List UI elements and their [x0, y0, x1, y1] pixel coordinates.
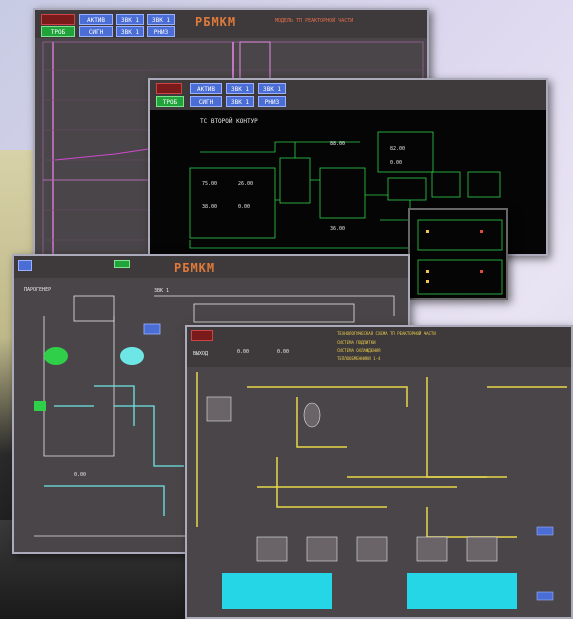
window2-status-green[interactable]: ТРОБ [156, 96, 184, 107]
window2-value-3: 38.00 [202, 204, 217, 210]
window3-label-2: ЗВК 1 [154, 288, 169, 294]
window4-subtitle-1: СИСТЕМА ПОДПИТКИ [337, 340, 376, 345]
window1-button-rniz[interactable]: РНИЗ [147, 26, 175, 37]
window2-value-4: 0.00 [238, 204, 250, 210]
window1-button-zvk-1[interactable]: ЗВК 1 [116, 14, 144, 25]
window4-blue-indicator-1[interactable] [536, 526, 554, 536]
window2-value-6: 82.00 [390, 146, 405, 152]
window4-subtitle-3: ТЕПЛООБМЕННИКИ 1-4 [337, 356, 381, 361]
window1-status-green[interactable]: ТРОБ [41, 26, 75, 37]
window2-toolbar: ТРОБ АКТИВ СИГН ЗВК 1 ЗВК 1 ЗВК 1 РНИЗ [150, 80, 546, 110]
window3-tank-cyan [120, 347, 144, 365]
window2-button-sign[interactable]: СИГН [190, 96, 222, 107]
window4-tank-right [407, 573, 517, 609]
window2-schematic: 75.00 26.00 38.00 0.00 88.00 82.00 0.00 … [189, 131, 501, 249]
window2-value-2: 26.00 [238, 181, 253, 187]
window2-value-5: 88.00 [330, 141, 345, 147]
window2-button-zvk-3[interactable]: ЗВК 1 [258, 83, 286, 94]
window2-status-red [156, 83, 182, 94]
window2-header-text: ТС ВТОРОЙ КОНТУР [200, 118, 258, 125]
window3-tank-green [44, 347, 68, 365]
window1-button-sign[interactable]: СИГН [79, 26, 113, 37]
window2-value-8: 36.00 [330, 226, 345, 232]
window1-button-zvk-3[interactable]: ЗВК 1 [147, 14, 175, 25]
window-data-panel [408, 208, 508, 300]
window1-button-aktiv[interactable]: АКТИВ [79, 14, 113, 25]
window3-blue-indicator[interactable] [143, 323, 161, 335]
window1-button-zvk-2[interactable]: ЗВК 1 [116, 26, 144, 37]
window3-schematic: ПАРОГЕНЕР ЗВК 1 0.00 [24, 287, 395, 537]
window1-toolbar: ТРОБ АКТИВ СИГН ЗВК 1 ЗВК 1 ЗВК 1 РНИЗ Р… [35, 10, 427, 38]
window1-status-red [41, 14, 75, 25]
window3-status-green[interactable] [114, 260, 130, 268]
window4-toolbar: ТЕХНОЛОГИЧЕСКАЯ СХЕМА ТП РЕАКТОРНОЙ ЧАСТ… [187, 327, 571, 367]
window1-title: РБМКМ [195, 15, 237, 29]
window3-label-3: 0.00 [74, 472, 86, 478]
window4-blue-indicator-2[interactable] [536, 591, 554, 601]
window3-title: РБМКМ [174, 261, 216, 275]
window4-label-output: ВЫХОД [193, 351, 208, 357]
window4-subtitle-2: СИСТЕМА ОХЛАЖДЕНИЯ [337, 348, 381, 353]
window4-header-text: ТЕХНОЛОГИЧЕСКАЯ СХЕМА ТП РЕАКТОРНОЙ ЧАСТ… [337, 331, 436, 336]
window4-schematic: ВЫХОД 0.00 0.00 [193, 349, 567, 609]
window2-button-aktiv[interactable]: АКТИВ [190, 83, 222, 94]
window1-header-text: МОДЕЛЬ ТП РЕАКТОРНОЙ ЧАСТИ [275, 18, 354, 24]
data-panel-schematic [417, 219, 503, 295]
window2-value-1: 75.00 [202, 181, 217, 187]
window3-label-1: ПАРОГЕНЕР [24, 287, 51, 293]
window2-button-zvk-2[interactable]: ЗВК 1 [226, 96, 254, 107]
window4-status-red [191, 330, 213, 341]
window2-button-rniz[interactable]: РНИЗ [258, 96, 286, 107]
window-reactor-scheme: ТЕХНОЛОГИЧЕСКАЯ СХЕМА ТП РЕАКТОРНОЙ ЧАСТ… [185, 325, 573, 619]
window3-button-menu[interactable] [18, 260, 32, 271]
window3-toolbar: РБМКМ [14, 256, 408, 278]
window2-button-zvk-1[interactable]: ЗВК 1 [226, 83, 254, 94]
window2-value-7: 0.00 [390, 160, 402, 166]
window4-tank-left [222, 573, 332, 609]
window3-green-indicator [34, 401, 46, 411]
window4-label-val-1: 0.00 [237, 349, 249, 355]
window4-label-val-2: 0.00 [277, 349, 289, 355]
